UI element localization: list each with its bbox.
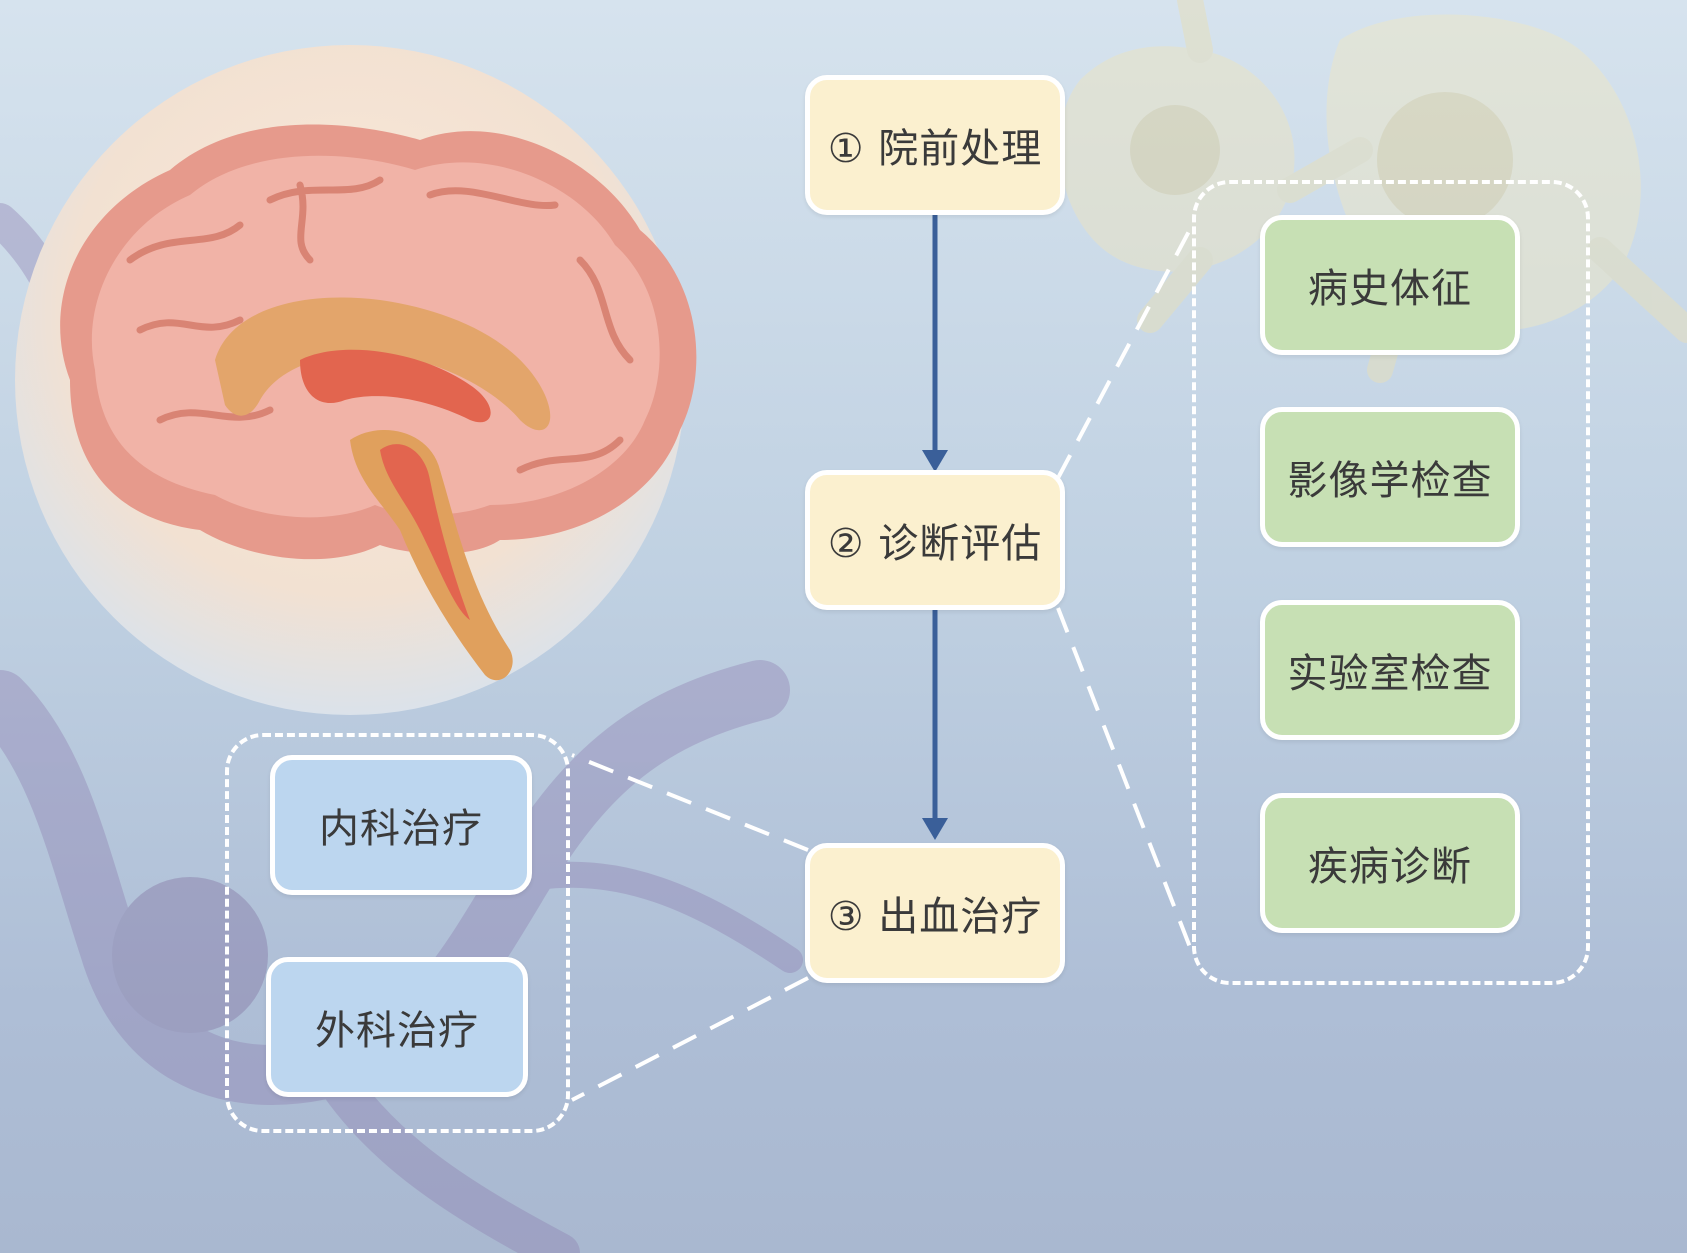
treatment-surgical: 外科治疗 (266, 957, 528, 1097)
step-diagnosis: ② 诊断评估 (805, 470, 1065, 610)
diagnosis-details-group (1192, 180, 1590, 985)
flow-arrow-2 (922, 610, 948, 840)
detail-laboratory-label: 实验室检查 (1287, 651, 1493, 697)
detail-imaging: 影像学检查 (1260, 407, 1520, 547)
detail-history-signs: 病史体征 (1260, 215, 1520, 355)
treatment-medical-label: 内科治疗 (319, 806, 483, 852)
brain-illustration (15, 45, 697, 715)
leader-line-treatment-bottom (571, 976, 809, 1102)
step-prehospital-label: ① 院前处理 (827, 126, 1043, 172)
step-diagnosis-label: ② 诊断评估 (827, 521, 1043, 567)
step-prehospital: ① 院前处理 (805, 75, 1065, 215)
detail-disease-diagnosis: 疾病诊断 (1260, 793, 1520, 933)
detail-disease-diagnosis-label: 疾病诊断 (1308, 844, 1472, 890)
leader-line-treatment-top (571, 753, 809, 852)
detail-laboratory: 实验室检查 (1260, 600, 1520, 740)
treatment-medical: 内科治疗 (270, 755, 532, 895)
leader-line-diagnosis-top (1056, 219, 1197, 479)
step-hemorrhage-treatment: ③ 出血治疗 (805, 843, 1065, 983)
leader-line-diagnosis-bottom (1056, 607, 1197, 961)
treatment-surgical-label: 外科治疗 (315, 1008, 479, 1054)
step-hemorrhage-treatment-label: ③ 出血治疗 (827, 894, 1043, 940)
treatment-options-group (225, 733, 570, 1133)
brain-sagittal-icon (60, 124, 697, 681)
detail-imaging-label: 影像学检查 (1287, 458, 1493, 504)
detail-history-signs-label: 病史体征 (1308, 266, 1472, 312)
flow-arrow-1 (922, 215, 948, 472)
